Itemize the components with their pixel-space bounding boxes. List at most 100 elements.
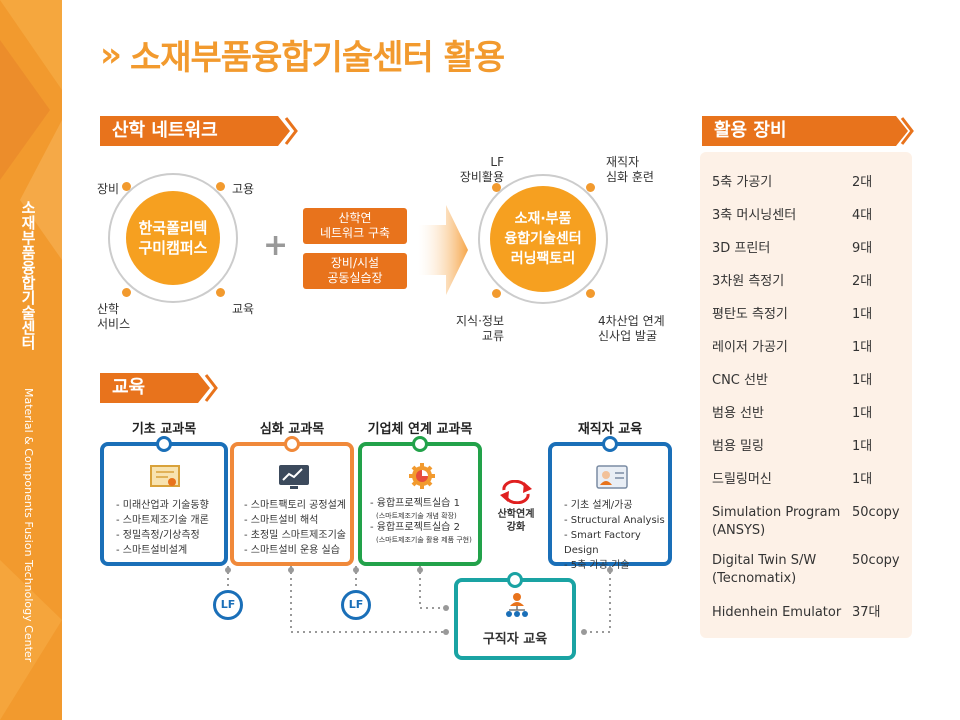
basic-course-list: - 미래산업과 기술동향 - 스마트제조기술 개론 - 정밀측정/기상측정 - … — [116, 498, 209, 558]
id-card-icon — [596, 465, 628, 489]
pill-line: 장비/시설 — [330, 256, 380, 270]
label-equipment: 장비 — [97, 182, 120, 196]
pill-line: 공동실습장 — [327, 271, 383, 285]
lf-badge: LF — [341, 590, 371, 620]
label-line: 교류 — [481, 329, 504, 343]
list-item: - Smart Factory Design — [564, 530, 641, 556]
label-line: 산학 — [97, 302, 120, 316]
ring-dot — [216, 182, 225, 191]
equipment-count: 2대 — [852, 274, 873, 289]
sidebar-band: 소재부품융합기술센터 Material & Components Fusion … — [0, 0, 62, 720]
equipment-count: 9대 — [852, 241, 873, 256]
right-network-ring — [478, 174, 608, 304]
list-item: - 스마트설비 운용 실습 — [244, 545, 340, 556]
equipment-name: 5축 가공기 — [712, 175, 773, 190]
chart-monitor-icon — [279, 465, 309, 489]
box-title-employee: 재직자 교육 — [577, 422, 643, 437]
list-item: - 스마트설비 해석 — [244, 515, 319, 526]
sidebar-pattern — [0, 0, 62, 720]
equipment-name: 평탄도 측정기 — [712, 307, 788, 322]
sync-arrows-icon — [500, 480, 532, 504]
lf-badge: LF — [213, 590, 243, 620]
network-section-tag: 산학 네트워크 — [100, 116, 290, 146]
certificate-icon — [150, 465, 180, 487]
network-tag-chevron-icon — [284, 116, 298, 146]
equipment-count: 2대 — [852, 175, 873, 190]
list-item: - 융합프로젝트실습 2 — [370, 522, 460, 533]
equipment-count: 1대 — [852, 439, 873, 454]
education-section-label: 교육 — [112, 377, 146, 398]
equipment-name: 3축 머시닝센터 — [712, 208, 797, 223]
link-label-line: 산학연계 — [497, 509, 535, 520]
equipment-name: 3차원 측정기 — [712, 274, 785, 289]
label-line: LF — [490, 155, 504, 169]
list-item: - 초정밀 스마트제조기술 — [244, 530, 346, 541]
page-title-text: 소재부품융합기술센터 활용 — [129, 38, 505, 78]
equipment-count: 1대 — [852, 340, 873, 355]
equipment-count: 1대 — [852, 472, 873, 487]
label-employee-training: 재직자 심화 훈련 — [606, 155, 654, 185]
box-employee-education: - 기초 설계/가공 - Structural Analysis - Smart… — [548, 436, 672, 571]
link-label: 산학연계 강화 — [490, 508, 542, 534]
box-top-dot — [507, 572, 523, 588]
equipment-count: 1대 — [852, 406, 873, 421]
label-employment: 고용 — [232, 182, 255, 196]
link-label-line: 강화 — [506, 522, 526, 533]
box-top-dot — [156, 436, 172, 452]
box-top-dot — [412, 436, 428, 452]
equipment-count: 4대 — [852, 208, 873, 223]
equipment-count: 1대 — [852, 373, 873, 388]
label-lf-equipment: LF 장비활용 — [452, 155, 504, 185]
equipment-tag-chevron-icon — [900, 116, 914, 150]
list-item: - 스마트설비설계 — [116, 545, 188, 556]
left-core-circle: 한국폴리텍 구미캠퍼스 — [126, 191, 220, 285]
left-core-line2: 구미캠퍼스 — [138, 239, 208, 257]
ring-dot — [492, 289, 501, 298]
list-item: - Structural Analysis — [564, 515, 665, 526]
page-title: » 소재부품융합기술센터 활용 — [100, 30, 505, 79]
people-network-icon — [506, 593, 528, 617]
employee-course-list: - 기초 설계/가공 - Structural Analysis - Smart… — [564, 498, 668, 573]
label-industry-service: 산학 서비스 — [97, 302, 130, 332]
list-item: - 융합프로젝트실습 1 — [370, 498, 460, 509]
label-line: 신사업 발굴 — [598, 329, 658, 343]
industry-course-list: - 융합프로젝트실습 1 (스마트제조기술 개념 확장) - 융합프로젝트실습 … — [370, 498, 472, 546]
equipment-count: 1대 — [852, 307, 873, 322]
right-core-line: 러닝팩토리 — [510, 251, 576, 267]
gear-icon — [409, 463, 435, 489]
list-item: - 5축 가공 기술 — [564, 560, 630, 571]
job-seeker-label: 구직자 교육 — [482, 632, 548, 647]
pill-facility: 장비/시설 공동실습장 — [303, 253, 407, 289]
box-title-industry: 기업체 연계 교과목 — [367, 422, 473, 437]
box-job-seeker: 구직자 교육 — [454, 572, 576, 660]
box-top-dot — [284, 436, 300, 452]
list-item: - 스마트팩토리 공정설계 — [244, 500, 346, 511]
list-item: - 정밀측정/기상측정 — [116, 530, 200, 541]
list-item: - 미래산업과 기술동향 — [116, 500, 209, 511]
list-item: (스마트제조기술 활용 제품 구현) — [376, 536, 472, 544]
equipment-name: Hidenhein Emulator — [712, 605, 842, 620]
box-advanced-courses: - 스마트팩토리 공정설계 - 스마트설비 해석 - 초정밀 스마트제조기술 -… — [230, 436, 354, 566]
list-item: (스마트제조기술 개념 확장) — [376, 512, 457, 520]
ring-dot — [216, 288, 225, 297]
pill-line: 산학연 — [338, 211, 372, 225]
equipment-name: 3D 프린터 — [712, 241, 771, 256]
right-core-line: 융합기술센터 — [504, 231, 582, 247]
sidebar-title-en: Material & Components Fusion Technology … — [22, 388, 35, 663]
equipment-count: 50copy — [852, 505, 900, 520]
ring-dot — [492, 183, 501, 192]
equipment-section-label: 활용 장비 — [714, 120, 787, 141]
label-line: 심화 훈련 — [606, 170, 654, 184]
label-line: 서비스 — [97, 317, 131, 331]
box-title-basic: 기초 교과목 — [131, 422, 197, 437]
ring-dot — [122, 182, 131, 191]
ring-dot — [122, 288, 131, 297]
label-line: 재직자 — [606, 155, 640, 169]
arrow-right-icon — [418, 205, 468, 295]
label-line: 지식·정보 — [456, 314, 504, 328]
sidebar-title-ko: 소재부품융합기술센터 — [19, 200, 37, 350]
plus-icon: + — [263, 228, 289, 263]
equipment-name: Digital Twin S/W (Tecnomatix) — [712, 553, 817, 586]
